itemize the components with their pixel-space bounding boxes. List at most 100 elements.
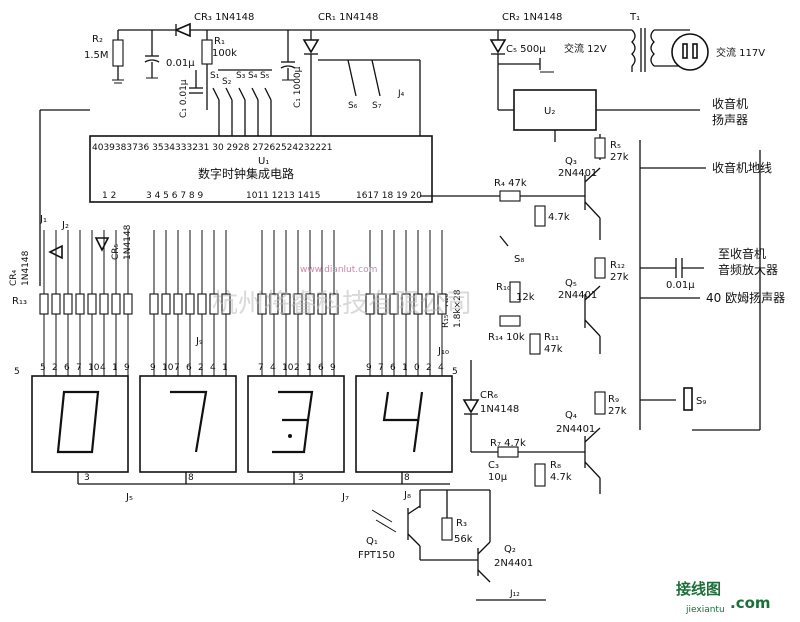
display-pin-number: 2: [52, 363, 58, 373]
display-pin-number: 6: [318, 363, 324, 373]
speaker-40-label: 40 欧姆扬声器: [706, 290, 785, 305]
r8-value: 4.7k: [550, 472, 572, 483]
s1-label: S₁: [210, 71, 220, 81]
s9-label: S₉: [696, 396, 706, 407]
display-pin-number: 1: [306, 363, 312, 373]
display-pin-number: 1: [402, 363, 408, 373]
r11-value: 47k: [544, 344, 563, 355]
r14-label: R₁₄ 10k: [488, 332, 525, 343]
display-pin-number: 4: [438, 363, 444, 373]
ic-pins-top: 4039383736 3534333231 30 2928 2726252423…: [92, 143, 333, 153]
display-pin-number: 10: [162, 363, 174, 373]
s4-label: S₄: [248, 71, 258, 81]
r-4k7-label: 4.7k: [548, 212, 570, 223]
r4-label: R₄ 47k: [494, 178, 527, 189]
digit-glyph-3: [272, 390, 314, 454]
q2-name: Q₂: [504, 544, 516, 555]
c1-label: C₁ 0.01μ: [179, 79, 189, 118]
diode-cr2: [489, 39, 507, 54]
resistor-r3: [441, 517, 453, 541]
resistor-r4: [499, 190, 521, 202]
s5-label: S₅: [260, 71, 270, 81]
array-resistor: [111, 293, 121, 315]
digit-glyph-7: [170, 390, 208, 453]
logo-suffix: .com: [730, 594, 771, 612]
u1-label: U₁: [258, 156, 269, 167]
display-pin-number: 1: [112, 363, 118, 373]
display-pin-number: 2: [198, 363, 204, 373]
r10-name: R₁₀: [496, 282, 511, 293]
q5-model: 2N4401: [558, 290, 597, 301]
watermark-company: 杭州将睿科技有限公司: [212, 289, 472, 319]
array-resistor: [87, 293, 97, 315]
r11-name: R₁₁: [544, 332, 559, 343]
display-pin-number: 9: [124, 363, 130, 373]
display-pin-number: 7: [76, 363, 82, 373]
display-digit-2: [139, 375, 237, 473]
logo-text: 接线图: [676, 580, 721, 598]
j10-label: J₁₀: [437, 346, 449, 357]
disp-bottom-pin-2: 8: [188, 473, 194, 483]
q1-name: Q₁: [366, 536, 378, 547]
r8-name: R₈: [550, 460, 561, 471]
pushbutton-s9: [683, 387, 693, 411]
diode-cr6: [462, 399, 480, 414]
diode-cr1: [302, 39, 320, 54]
display-pin-number: 5: [40, 363, 46, 373]
photo-section: Q₁ FPT150 R₃ 56k Q₂ 2N4401 J₁₂: [358, 489, 546, 601]
bottom-bus: 3 8 3 8 J₅ J₇ J₈: [77, 472, 450, 503]
array-resistor: [63, 293, 73, 315]
r12-value: 27k: [610, 272, 629, 283]
c5-label: C₅ 500μ: [506, 44, 546, 55]
resistor-r8: [534, 463, 546, 487]
array-resistor: [149, 293, 159, 315]
cr2-label: CR₂ 1N4148: [502, 12, 562, 23]
display-digit-3: [247, 375, 345, 473]
regulator-u2: [513, 89, 597, 131]
resistor-r9: [594, 391, 606, 415]
resistor-r12: [594, 257, 606, 279]
r1-name: R₁: [214, 36, 225, 47]
display-pin-number: 6: [64, 363, 70, 373]
ic-title: 数字时钟集成电路: [198, 166, 294, 181]
ic-pins-bottom-1: 1 2: [102, 191, 116, 201]
top-rail: R₂ 1.5M CR₃ 1N4148 0.01μ R₁ 100k C₁ 0.01…: [84, 12, 765, 136]
display-digit-4: [355, 375, 453, 473]
array-resistor: [123, 293, 133, 315]
c1000-label: C₁ 1000μ: [293, 66, 303, 108]
r10-value: 12k: [516, 292, 535, 303]
display-pin-number: 4: [210, 363, 216, 373]
resistor-r10: [509, 281, 521, 303]
switch-bank-s1-s5: S₁ S₂ S₃ S₄ S₅: [210, 69, 272, 136]
q3-model: 2N4401: [558, 168, 597, 179]
array-resistor: [197, 293, 207, 315]
resistor-r5: [594, 137, 606, 159]
logo-watermark: 接线图 .com jiexiantu: [676, 580, 771, 615]
display-pin-number: 1: [222, 363, 228, 373]
r-right-value: 1.8k×28: [453, 289, 463, 328]
q4-name: Q₄: [565, 410, 577, 421]
q3-name: Q₃: [565, 156, 577, 167]
display-pin-number: 4: [100, 363, 106, 373]
resistor-r2: [112, 39, 124, 67]
j7-label: J₇: [341, 492, 349, 503]
cr4-model: 1N4148: [21, 250, 31, 286]
resistor-array: [39, 230, 447, 376]
array-resistor: [75, 293, 85, 315]
diode-cr3: [173, 22, 191, 38]
s2-label: S₂: [222, 77, 232, 87]
j9-label: J₉: [195, 336, 203, 347]
c3-value: 10μ: [488, 472, 508, 483]
resistor-r7: [497, 446, 519, 458]
display-pin-number: 7: [174, 363, 180, 373]
r1-value: 100k: [212, 48, 237, 59]
display-pin-number: 7: [258, 363, 264, 373]
r12-name: R₁₂: [610, 260, 625, 271]
disp-bottom-pin-4: 8: [404, 473, 410, 483]
display-pin-number: 4: [270, 363, 276, 373]
ic-pins-bottom-4: 1617 18 19 20: [356, 191, 422, 201]
j8-label: J₈: [403, 490, 411, 501]
t1-label: T₁: [629, 12, 640, 23]
